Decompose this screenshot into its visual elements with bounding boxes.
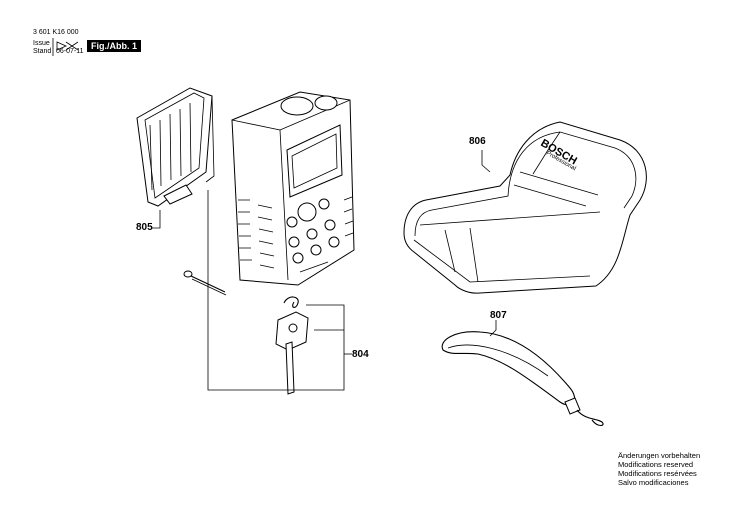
callout-804: 804 [352, 349, 369, 360]
stand-label: Stand [33, 48, 52, 55]
issue-label: Issue [33, 40, 50, 47]
tripod-pin-assembly [275, 296, 309, 395]
screw [183, 270, 227, 296]
note-de: Änderungen vorbehalten [618, 451, 701, 460]
wrist-strap [441, 331, 604, 427]
note-fr: Modifications resérvées [618, 469, 697, 478]
callout-807: 807 [490, 310, 507, 321]
note-es: Salvo modificaciones [618, 478, 689, 487]
carrying-pouch [403, 121, 647, 294]
battery-cover [136, 87, 215, 207]
issue-symbol-icon [52, 38, 79, 56]
part-number: 3 601 K16 000 [33, 29, 79, 36]
note-en: Modifications reserved [618, 460, 694, 469]
laser-measure-device [231, 91, 355, 286]
figure-label: Fig./Abb. 1 [87, 40, 141, 52]
modification-notes: Änderungen vorbehalten Modifications res… [618, 451, 700, 487]
stand-date: 06-07-11 [56, 48, 84, 55]
callout-806: 806 [469, 136, 486, 147]
callout-805: 805 [136, 222, 153, 233]
